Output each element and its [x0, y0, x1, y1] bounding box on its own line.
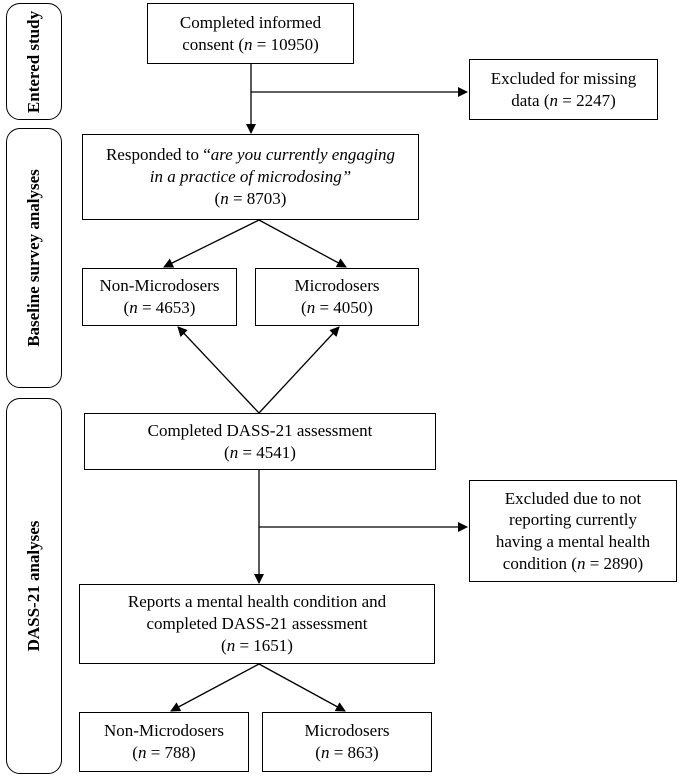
box-non-microdosers-baseline: Non-Microdosers (n = 4653) [82, 268, 237, 326]
arrow-to-non-micro-2 [170, 663, 260, 712]
box-microdosers-baseline: Microdosers (n = 4050) [255, 268, 419, 326]
arrow-to-micro-2 [258, 663, 346, 712]
arrow-to-non-micro-1 [163, 219, 260, 268]
phase-dass21-analyses: DASS-21 analyses [6, 398, 62, 774]
box-completed-consent: Completed informed consent (n = 10950) [147, 3, 354, 64]
arrow-dass-to-micro-1 [258, 326, 340, 414]
box-completed-dass21: Completed DASS-21 assessment (n = 4541) [84, 413, 436, 470]
phase-baseline-survey: Baseline survey analyses [6, 128, 62, 388]
arrow-to-micro-1 [258, 219, 347, 268]
box-excluded-not-reporting: Excluded due to not reporting currently … [469, 480, 677, 582]
phase-entered-study: Entered study [6, 3, 62, 120]
box-responded: Responded to “are you currently engaging… [82, 134, 419, 220]
box-reports-condition: Reports a mental health condition and co… [79, 584, 435, 664]
arrow-dass-to-non-micro-1 [177, 326, 260, 414]
box-microdosers-dass: Microdosers (n = 863) [262, 712, 432, 772]
box-excluded-missing: Excluded for missing data (n = 2247) [469, 59, 658, 120]
box-non-microdosers-dass: Non-Microdosers (n = 788) [79, 712, 249, 772]
